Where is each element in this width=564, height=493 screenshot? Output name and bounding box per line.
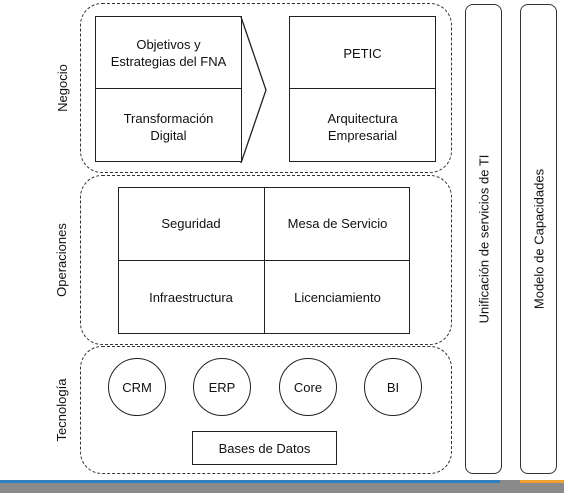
erp-circle: ERP	[193, 358, 251, 416]
operaciones-group	[80, 175, 452, 345]
core-circle: Core	[279, 358, 337, 416]
licensing-cell: Licenciamiento	[294, 290, 381, 305]
operaciones-label: Operaciones	[54, 223, 69, 297]
tecnologia-group	[80, 346, 452, 474]
petic-cell: PETIC	[343, 45, 382, 61]
business-right-divider	[289, 88, 436, 90]
service-desk-cell: Mesa de Servicio	[287, 216, 388, 231]
footer-accent-blue	[0, 480, 500, 483]
erp-label: ERP	[208, 379, 236, 395]
chevron-arrow-icon	[240, 16, 267, 164]
infrastructure-cell: Infraestructura	[149, 290, 233, 305]
footer-accent-orange	[520, 480, 564, 483]
crm-label: CRM	[122, 379, 152, 395]
operations-grid-vline	[264, 187, 266, 334]
digital-transformation-cell: Transformación Digital	[123, 111, 214, 143]
bi-label: BI	[386, 379, 400, 395]
negocio-group	[80, 3, 452, 173]
negocio-label: Negocio	[55, 64, 70, 112]
it-services-unification-label: Unificación de servicios de TI	[476, 154, 491, 324]
it-services-unification-column: Unificación de servicios de TI	[465, 4, 502, 474]
databases-box: Bases de Datos	[192, 431, 337, 465]
business-left-divider	[95, 88, 242, 90]
capabilities-model-label: Modelo de Capacidades	[531, 168, 546, 310]
crm-circle: CRM	[108, 358, 166, 416]
tecnologia-label: Tecnología	[54, 378, 69, 442]
enterprise-architecture-cell: Arquitectura Empresarial	[327, 111, 398, 143]
objectives-strategies-cell: Objetivos y Estrategias del FNA	[110, 37, 227, 69]
bi-circle: BI	[364, 358, 422, 416]
capabilities-model-column: Modelo de Capacidades	[520, 4, 557, 474]
security-cell: Seguridad	[161, 216, 221, 231]
core-label: Core	[293, 379, 323, 395]
footer-bar	[0, 480, 564, 493]
